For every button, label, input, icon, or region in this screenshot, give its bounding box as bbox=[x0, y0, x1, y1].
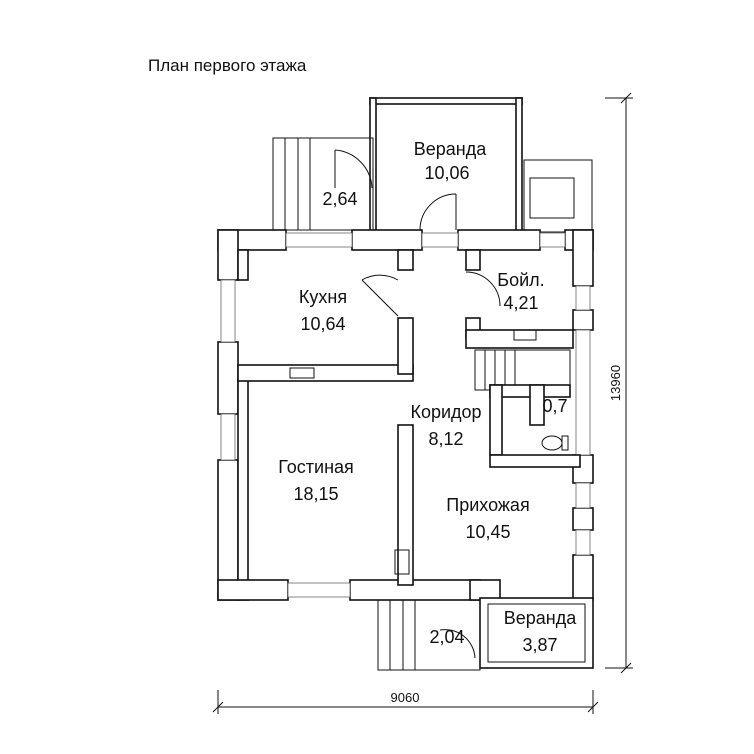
room-area-corridor: 8,12 bbox=[428, 429, 463, 449]
plan-title: План первого этажа bbox=[148, 56, 307, 75]
room-area-living: 18,15 bbox=[293, 484, 338, 504]
room-name-living: Гостиная bbox=[278, 457, 354, 477]
room-name-corridor: Коридор bbox=[410, 402, 481, 422]
outer-walls bbox=[217, 229, 594, 601]
room-area-bottom-porch: 2,04 bbox=[429, 627, 464, 647]
room-area-veranda-bottom: 3,87 bbox=[522, 635, 557, 655]
dimension-lines bbox=[212, 92, 633, 714]
room-area-wc: 0,7 bbox=[542, 396, 567, 416]
room-area-boiler: 4,21 bbox=[503, 293, 538, 313]
bottom-porch bbox=[377, 597, 594, 671]
room-name-hall: Прихожая bbox=[446, 495, 529, 515]
room-area-kitchen: 10,64 bbox=[300, 314, 345, 334]
dimension-width: 9060 bbox=[391, 690, 420, 705]
room-name-veranda-bottom: Веранда bbox=[504, 608, 577, 628]
interior-walls bbox=[237, 193, 581, 586]
room-area-hall: 10,45 bbox=[465, 522, 510, 542]
room-area-veranda-top: 10,06 bbox=[424, 163, 469, 183]
dimension-height: 13960 bbox=[608, 365, 623, 401]
left-porch bbox=[272, 137, 374, 231]
room-name-veranda-top: Веранда bbox=[414, 139, 487, 159]
right-block bbox=[523, 159, 593, 233]
room-name-kitchen: Кухня bbox=[299, 287, 347, 307]
room-name-boiler: Бойл. bbox=[497, 270, 544, 290]
room-area-left-porch: 2,64 bbox=[322, 189, 357, 209]
